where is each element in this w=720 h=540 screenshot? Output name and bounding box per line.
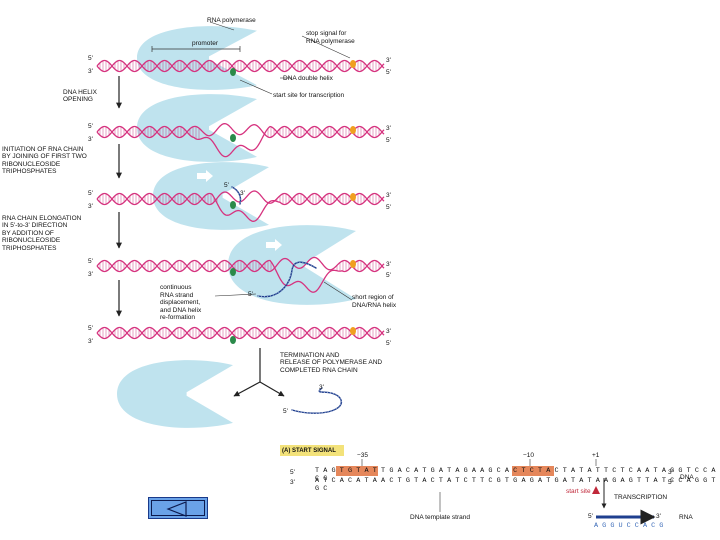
promoter-label: promoter xyxy=(192,40,219,47)
stop-signal-mark-3 xyxy=(350,193,356,201)
polymerase-shapes xyxy=(117,26,356,428)
strand-end-3r-row1: 3' xyxy=(386,57,391,64)
box-minus35 xyxy=(336,466,378,476)
leader-line-4 xyxy=(239,79,273,95)
site-markers xyxy=(151,21,356,344)
box-minus10 xyxy=(512,466,554,476)
strand-end-3-row5: 3' xyxy=(88,338,93,345)
polymerase-row4 xyxy=(228,225,356,305)
step-initiation: INITIATION OF RNA CHAIN BY JOINING OF FI… xyxy=(2,146,87,176)
termination-branch-left xyxy=(233,381,261,397)
polymerase-released xyxy=(117,360,233,428)
seq-top-5: 5' xyxy=(290,469,295,476)
dna-helices xyxy=(96,59,385,340)
strand-end-3-row2: 3' xyxy=(88,136,93,143)
start-site-mark-4 xyxy=(230,268,236,276)
start-site-mark-2 xyxy=(230,134,236,142)
helix-row2 xyxy=(96,122,385,158)
triangle-left-icon xyxy=(166,501,187,517)
strand-end-3-row3: 3' xyxy=(88,203,93,210)
leader-line-1 xyxy=(209,21,235,31)
strand-end-5r-row2: 5' xyxy=(386,137,391,144)
rna-sequence: A G G U C C A C G xyxy=(594,522,664,530)
position-minus35: −35 xyxy=(357,452,369,459)
rna-strands xyxy=(231,186,343,414)
strand-end-5-row2: 5' xyxy=(88,123,93,130)
rna-5-end-row3: 5' xyxy=(224,182,229,189)
polymerase-row2 xyxy=(137,94,257,162)
stop-signal-mark-4 xyxy=(350,260,356,268)
step-arrows xyxy=(116,76,285,397)
rna-polymerase-label: RNA polymerase xyxy=(207,17,256,24)
helix-row4 xyxy=(96,256,385,293)
start-signal-title-box xyxy=(280,445,344,456)
strand-end-5r-row5: 5' xyxy=(386,340,391,347)
leader-line-6 xyxy=(323,281,353,301)
direction-arrow-row3 xyxy=(197,170,213,182)
position-minus10: −10 xyxy=(523,452,535,459)
stop-signal-mark-5 xyxy=(350,327,356,335)
stop-signal-mark-1 xyxy=(350,60,356,68)
released-rna-5-end: 5' xyxy=(283,408,288,415)
strand-end-3-row4: 3' xyxy=(88,271,93,278)
strand-end-3-row1: 3' xyxy=(88,68,93,75)
rna-released xyxy=(291,387,343,414)
rna-seq-5: 5' xyxy=(588,513,593,520)
seq-bottom-3: 3' xyxy=(290,479,295,486)
seq-bottom-5: 5' xyxy=(668,479,673,486)
transcription-label: TRANSCRIPTION xyxy=(614,494,668,501)
stop-signal-label: stop signal for RNA polymerase xyxy=(306,30,355,45)
step-termination: TERMINATION AND RELEASE OF POLYMERASE AN… xyxy=(280,352,383,374)
dna-double-helix-label: DNA double helix xyxy=(283,75,333,82)
strand-end-5-row5: 5' xyxy=(88,325,93,332)
strand-end-5-row3: 5' xyxy=(88,190,93,197)
rna-3-end-row3: 3' xyxy=(240,190,245,197)
strand-end-5r-row1: 5' xyxy=(386,69,391,76)
continuous-rna-label: continuous RNA strand displacement, and … xyxy=(160,284,202,321)
start-site-mark-5 xyxy=(230,336,236,344)
strand-end-5r-row4: 5' xyxy=(386,272,391,279)
rna-seq-label: RNA xyxy=(679,514,693,521)
leader-line-5 xyxy=(214,293,257,297)
helix-row5 xyxy=(96,326,385,340)
short-region-label: short region of DNA/RNA helix xyxy=(352,294,397,309)
position-plus1: +1 xyxy=(592,452,600,459)
strand-end-3r-row4: 3' xyxy=(386,261,391,268)
step-helix-opening: DNA HELIX OPENING xyxy=(63,89,97,104)
leader-line-2 xyxy=(301,35,351,59)
stop-signal-mark-2 xyxy=(350,126,356,134)
seq-dna-label: DNA xyxy=(680,474,694,481)
released-rna-3-end: 3' xyxy=(319,384,324,391)
rna-seq-3: 3' xyxy=(656,513,661,520)
strand-end-5r-row3: 5' xyxy=(386,204,391,211)
helix-row1 xyxy=(96,59,385,73)
strand-end-5-row4: 5' xyxy=(88,258,93,265)
back-button[interactable] xyxy=(148,497,208,519)
rna-5-end-row4: 5' xyxy=(248,291,253,298)
strand-end-3r-row3: 3' xyxy=(386,192,391,199)
strand-end-3r-row2: 3' xyxy=(386,125,391,132)
strand-end-5-row1: 5' xyxy=(88,55,93,62)
start-site-label: start site for transcription xyxy=(273,92,345,99)
template-strand-label: DNA template strand xyxy=(410,514,470,521)
termination-branch-right xyxy=(259,381,285,397)
seq-top-strand: T A G T G T A T T G A C A T G A T A G A … xyxy=(315,467,716,483)
polymerase-row1 xyxy=(137,26,257,90)
start-signal-title: (A) START SIGNAL xyxy=(282,448,336,454)
seq-top-3: 3' xyxy=(668,469,673,476)
seq-bottom-strand: A T C A C A T A A C T G T A C T A T C T … xyxy=(315,477,716,493)
start-site-triangle xyxy=(592,486,600,494)
step-elongation: RNA CHAIN ELONGATION IN 5'-to-3' DIRECTI… xyxy=(2,215,82,252)
direction-arrow-row4 xyxy=(266,239,282,251)
helix-row3 xyxy=(96,190,385,222)
start-site-tag: start site xyxy=(566,488,591,495)
start-signal-panel-graphics xyxy=(280,445,656,525)
back-button-frame xyxy=(151,500,205,516)
strand-end-3r-row5: 3' xyxy=(386,328,391,335)
start-site-mark-3 xyxy=(230,201,236,209)
start-site-mark-1 xyxy=(230,68,236,76)
